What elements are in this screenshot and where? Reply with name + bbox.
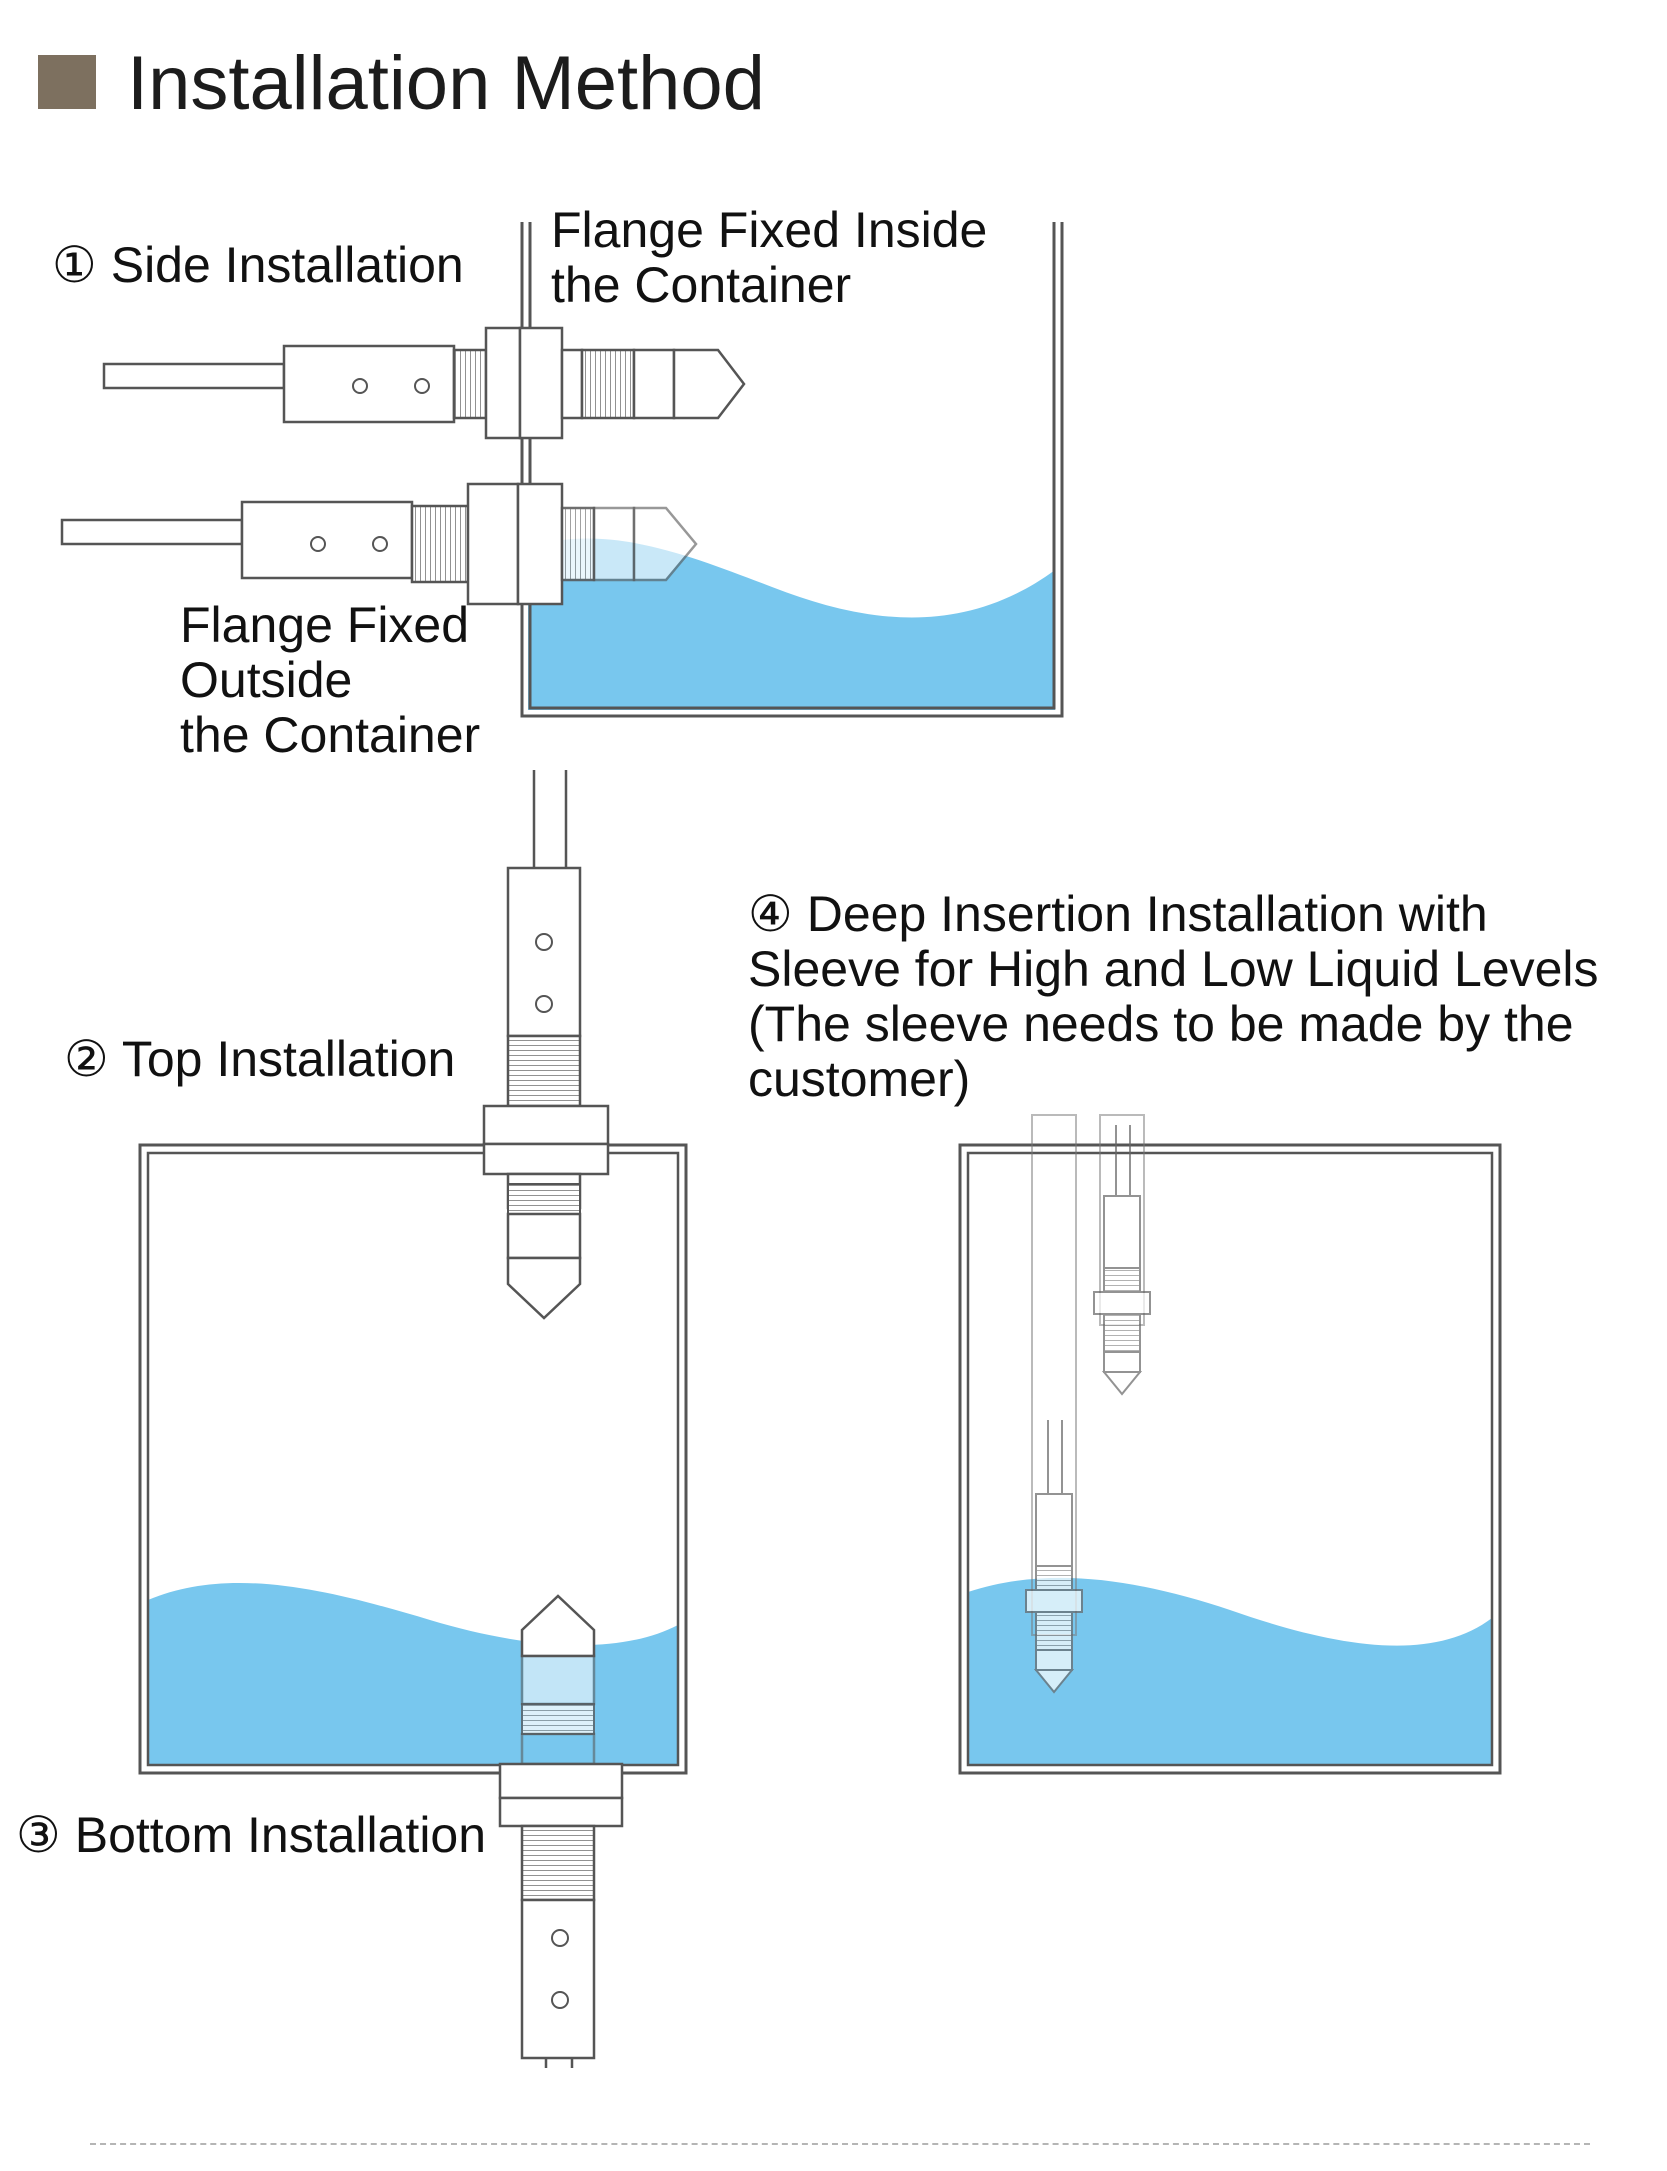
side-liquid	[528, 538, 1055, 710]
bottom-sensor	[498, 1594, 624, 2068]
deep-liquid	[968, 1577, 1492, 1766]
flange-outside-label: Flange Fixed Outside the Container	[180, 597, 481, 763]
side-sensor-outside	[60, 482, 698, 606]
deep-container	[958, 1143, 1502, 1775]
side-installation-label: ① Side Installation	[52, 237, 464, 293]
side-sensor-inside	[102, 326, 746, 440]
dashed-divider	[90, 2143, 1590, 2145]
flange-inside-label: Flange Fixed Inside the Container	[551, 202, 988, 313]
title-square-icon	[38, 55, 96, 109]
side-container-wall	[520, 222, 1064, 718]
side-container	[520, 222, 1064, 718]
top-sensor	[482, 770, 610, 1320]
deep-sensor-high	[1093, 1125, 1151, 1396]
bottom-installation-label: ③ Bottom Installation	[16, 1807, 487, 1863]
deep-sensor-low	[1025, 1420, 1083, 1694]
top-bottom-container	[138, 1143, 688, 1775]
page-title: Installation Method	[127, 41, 765, 126]
top-bottom-liquid	[148, 1582, 678, 1766]
top-installation-label: ② Top Installation	[64, 1031, 456, 1087]
deep-insertion-label: ④ Deep Insertion Installation with Sleev…	[748, 886, 1599, 1107]
